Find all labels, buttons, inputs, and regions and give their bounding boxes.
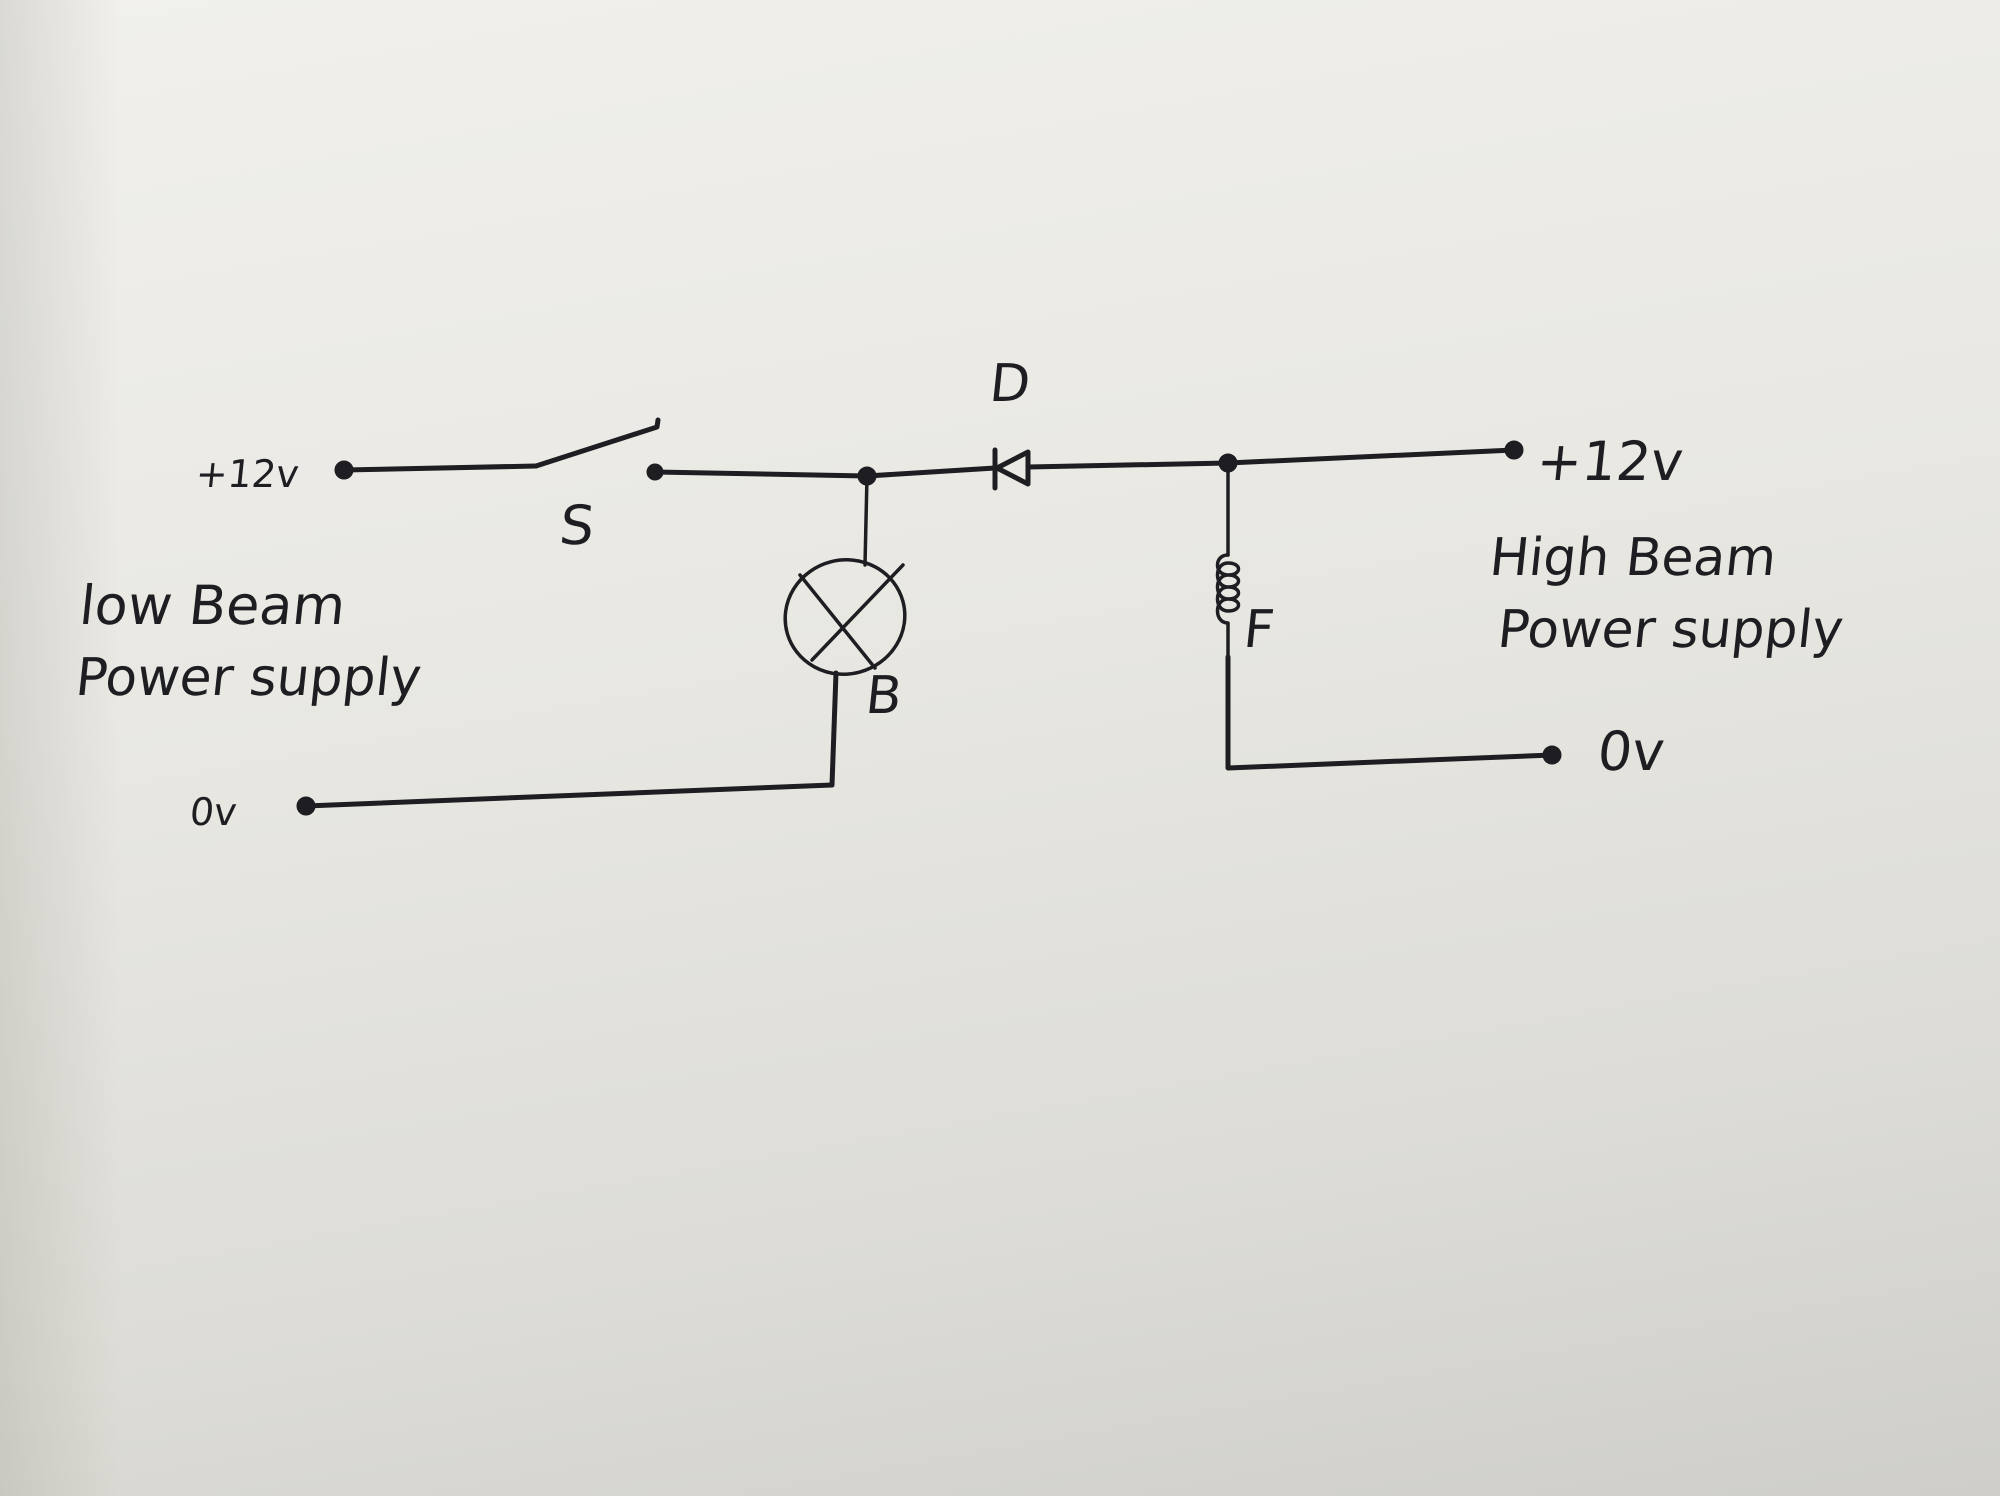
diode-triangle xyxy=(994,449,1031,487)
right-positive-terminal xyxy=(1504,440,1524,460)
left-caption-line2: Power supply xyxy=(72,648,425,708)
wire-left-positive xyxy=(341,463,539,473)
wire-to-right-positive xyxy=(1225,447,1517,466)
wire-switch-to-junction xyxy=(652,469,870,479)
left-caption-line1: low Beam xyxy=(76,574,349,637)
left-ground-label: 0v xyxy=(187,790,239,834)
coil-winding xyxy=(1215,553,1241,659)
coil-label: F xyxy=(1240,600,1278,660)
right-positive-label: +12v xyxy=(1533,430,1687,493)
right-ground-terminal xyxy=(1542,745,1562,765)
right-caption-line1: High Beam xyxy=(1486,528,1780,588)
wire-junction-to-diode xyxy=(864,465,998,479)
switch-label: S xyxy=(556,494,598,557)
paper-edge-shadow xyxy=(0,0,120,1496)
left-positive-label: +12v xyxy=(193,452,301,496)
bulb-cross xyxy=(798,563,905,670)
wire-diode-to-junction xyxy=(1025,460,1231,470)
bulb-circle xyxy=(783,558,907,676)
wire-junction-to-bulb xyxy=(863,474,869,567)
right-caption-line2: Power supply xyxy=(1494,600,1847,660)
bulb-label: B xyxy=(862,666,905,726)
right-ground-label: 0v xyxy=(1594,720,1668,783)
left-ground-terminal xyxy=(296,796,316,816)
wire-coil-to-ground xyxy=(1225,654,1555,771)
switch-lever xyxy=(533,417,661,469)
diode-label: D xyxy=(986,354,1034,414)
wire-bulb-to-ground xyxy=(303,670,839,809)
